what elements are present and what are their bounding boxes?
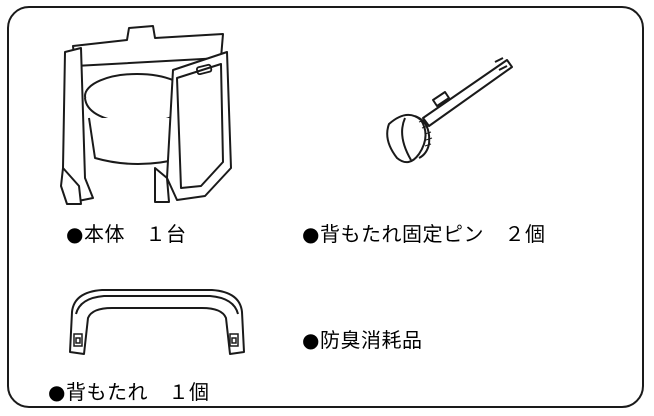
part-label-main-body: ●本体 １台 bbox=[66, 222, 187, 246]
part-label-backrest-pin: ●背もたれ固定ピン ２個 bbox=[302, 222, 546, 246]
part-label-backrest: ●背もたれ １個 bbox=[48, 380, 210, 404]
backrest-illustration bbox=[69, 289, 245, 355]
part-label-deodorant: ●防臭消耗品 bbox=[302, 328, 423, 352]
parts-frame bbox=[7, 6, 644, 408]
pin-illustration bbox=[386, 57, 513, 164]
toilet-chair-illustration bbox=[60, 25, 232, 205]
